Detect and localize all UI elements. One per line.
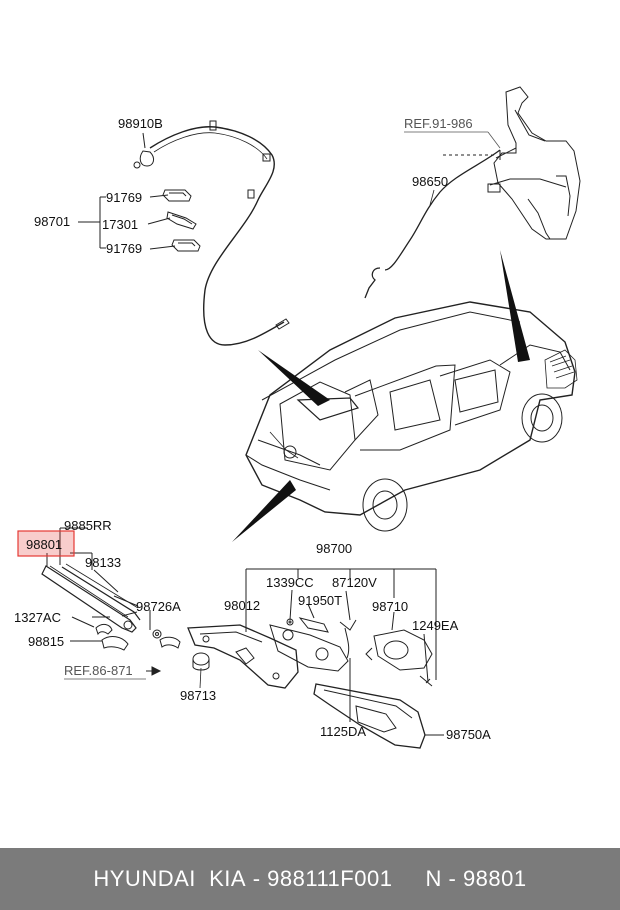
label-91769-bottom[interactable]: 91769: [106, 241, 142, 256]
rear-washer-hose-drawing: [364, 149, 501, 299]
label-98910B[interactable]: 98910B: [118, 116, 163, 131]
footer-separator: -: [246, 866, 268, 891]
part-labels: 98910B 91769 98701 17301 91769 REF.91-98…: [14, 116, 501, 742]
wiper-leader-lines: [46, 527, 119, 593]
footer-brand: HYUNDAI KIA: [93, 866, 247, 891]
parts-diagram: 98910B 91769 98701 17301 91769 REF.91-98…: [14, 86, 581, 749]
cover-98012-drawing: [187, 624, 299, 689]
label-1125DA[interactable]: 1125DA: [320, 724, 366, 739]
label-98750A[interactable]: 98750A: [446, 727, 491, 742]
footer-position-code: N - 98801: [425, 866, 527, 891]
hose-clips-drawing: [162, 189, 201, 252]
label-87120V[interactable]: 87120V: [332, 575, 377, 590]
vehicle-drawing: [245, 301, 578, 532]
wiper-arm-drawing: [41, 563, 181, 651]
label-91950T[interactable]: 91950T: [298, 593, 342, 608]
label-98726A[interactable]: 98726A: [136, 599, 181, 614]
label-98701[interactable]: 98701: [34, 214, 70, 229]
ref-91-986[interactable]: REF.91-986: [404, 116, 473, 131]
label-17301[interactable]: 17301: [102, 217, 138, 232]
ref-86-871[interactable]: REF.86-871: [64, 663, 133, 678]
pointer-wedges: [232, 250, 530, 542]
group-bracket-98701: [78, 132, 176, 250]
garnish-98750a-drawing: [313, 683, 444, 749]
footer-part-number: 988111F001: [267, 866, 393, 891]
label-98710[interactable]: 98710: [372, 599, 408, 614]
label-1327AC[interactable]: 1327AC: [14, 610, 61, 625]
label-98650[interactable]: 98650: [412, 174, 448, 189]
part-info-footer: HYUNDAI KIA - 988111F001 N - 98801: [0, 848, 620, 910]
label-91769-top[interactable]: 91769: [106, 190, 142, 205]
misc-leader-lines: [70, 611, 162, 676]
motor-assembly-drawing: [245, 568, 437, 722]
washer-hose-drawing: [133, 120, 290, 346]
label-98133[interactable]: 98133: [85, 555, 121, 570]
label-98801[interactable]: 98801: [26, 537, 62, 552]
label-9885RR[interactable]: 9885RR: [64, 518, 112, 533]
label-98815[interactable]: 98815: [28, 634, 64, 649]
label-1249EA[interactable]: 1249EA: [412, 618, 459, 633]
highlight-box-98801: [17, 530, 75, 557]
label-98012[interactable]: 98012: [224, 598, 260, 613]
washer-reservoir-drawing: [487, 86, 581, 240]
grommet-98713-drawing: [192, 652, 210, 671]
label-98713[interactable]: 98713: [180, 688, 216, 703]
label-1339CC[interactable]: 1339CC: [266, 575, 314, 590]
label-98700[interactable]: 98700: [316, 541, 352, 556]
footer-gap: [392, 866, 425, 892]
